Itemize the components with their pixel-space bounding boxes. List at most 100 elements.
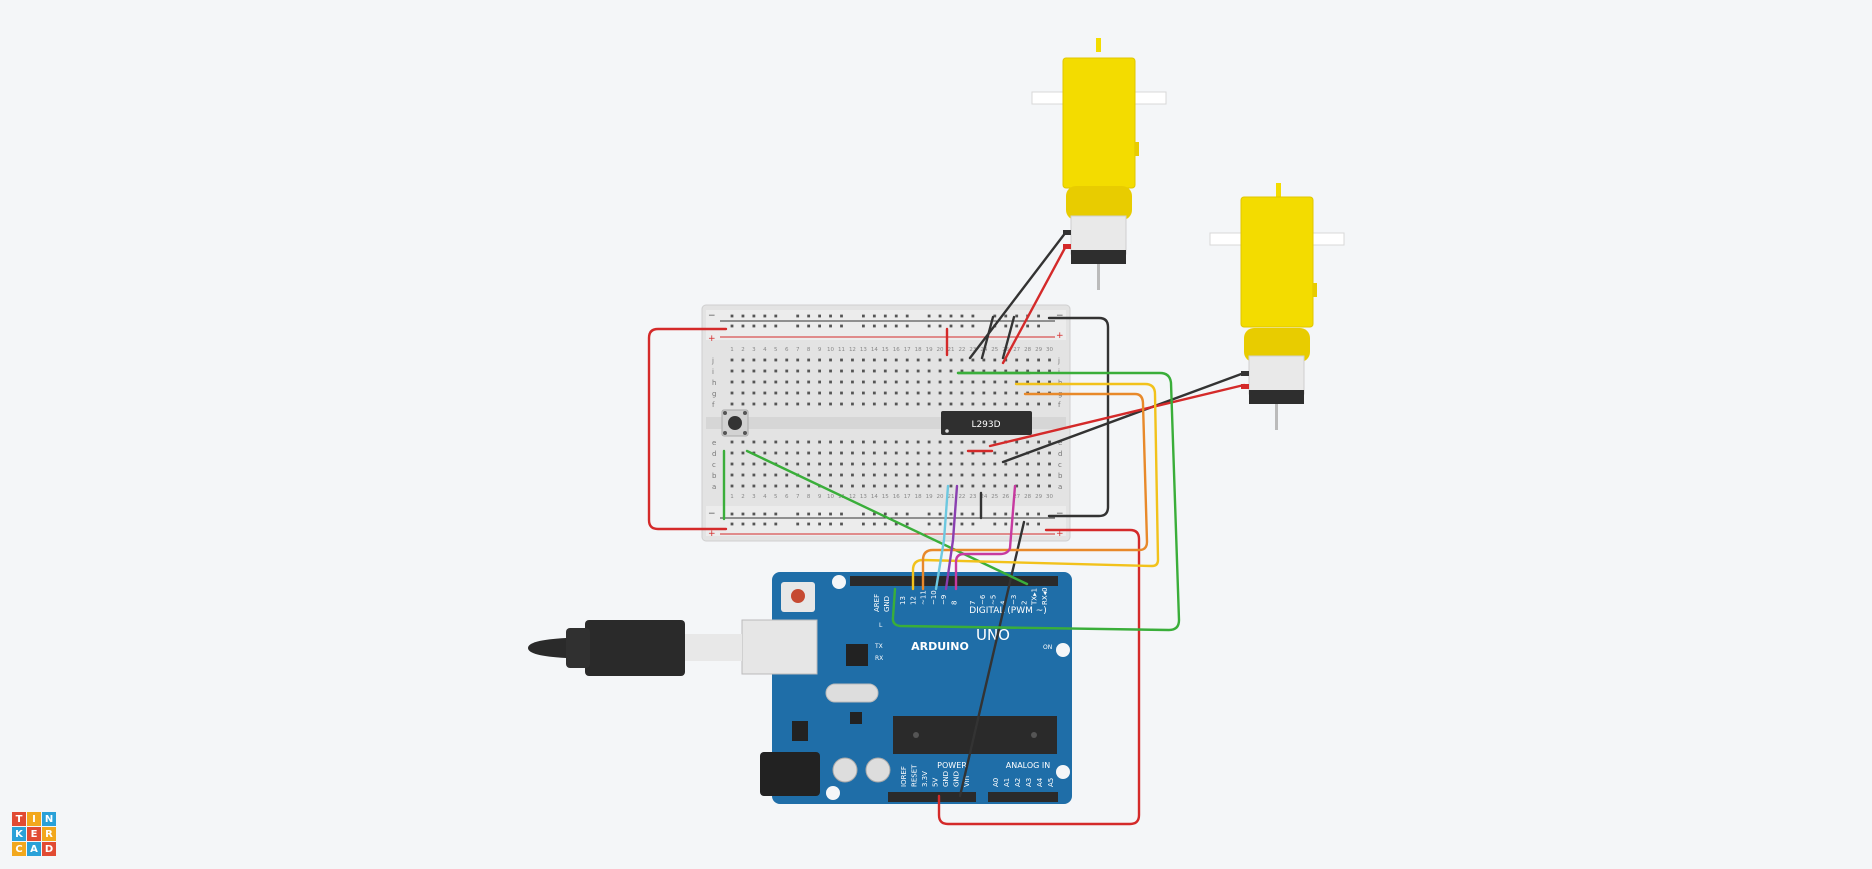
- terminal-hole[interactable]: [1004, 451, 1008, 455]
- wire-red-5v[interactable]: [937, 528, 1141, 826]
- terminal-hole[interactable]: [774, 451, 778, 455]
- rail-hole[interactable]: [960, 522, 964, 526]
- terminal-hole[interactable]: [796, 358, 800, 362]
- terminal-hole[interactable]: [1004, 402, 1008, 406]
- rail-hole[interactable]: [1004, 324, 1008, 328]
- terminal-hole[interactable]: [851, 391, 854, 395]
- wire-pink[interactable]: [954, 484, 1017, 591]
- terminal-hole[interactable]: [763, 484, 767, 488]
- terminal-hole[interactable]: [1037, 369, 1040, 373]
- rail-hole[interactable]: [949, 324, 953, 328]
- rail-hole[interactable]: [927, 314, 931, 318]
- rail-hole[interactable]: [971, 512, 975, 516]
- terminal-hole[interactable]: [982, 402, 986, 406]
- terminal-hole[interactable]: [927, 391, 931, 395]
- terminal-hole[interactable]: [1015, 358, 1019, 362]
- terminal-hole[interactable]: [752, 391, 756, 395]
- terminal-hole[interactable]: [763, 380, 767, 384]
- terminal-hole[interactable]: [993, 473, 997, 477]
- terminal-hole[interactable]: [796, 391, 800, 395]
- terminal-hole[interactable]: [927, 473, 931, 477]
- terminal-hole[interactable]: [938, 369, 942, 373]
- terminal-hole[interactable]: [905, 484, 909, 488]
- terminal-hole[interactable]: [960, 484, 964, 488]
- terminal-hole[interactable]: [1015, 462, 1019, 466]
- terminal-hole[interactable]: [763, 440, 767, 444]
- terminal-hole[interactable]: [1015, 440, 1019, 444]
- terminal-hole[interactable]: [916, 484, 920, 488]
- rail-hole[interactable]: [763, 522, 767, 526]
- rail-hole[interactable]: [949, 512, 953, 516]
- terminal-hole[interactable]: [851, 484, 854, 488]
- terminal-hole[interactable]: [807, 462, 811, 466]
- terminal-hole[interactable]: [785, 484, 789, 488]
- terminal-hole[interactable]: [818, 391, 821, 395]
- terminal-hole[interactable]: [752, 380, 756, 384]
- terminal-hole[interactable]: [916, 369, 920, 373]
- rail-hole[interactable]: [840, 324, 843, 328]
- terminal-hole[interactable]: [807, 402, 811, 406]
- rail-hole[interactable]: [752, 314, 756, 318]
- rail-hole[interactable]: [840, 314, 843, 318]
- terminal-hole[interactable]: [730, 369, 734, 373]
- terminal-hole[interactable]: [949, 380, 953, 384]
- terminal-hole[interactable]: [1048, 440, 1051, 444]
- tinkercad-logo[interactable]: T I N K E R C A D: [12, 812, 56, 856]
- terminal-hole[interactable]: [862, 440, 865, 444]
- rail-hole[interactable]: [829, 314, 832, 318]
- terminal-hole[interactable]: [785, 391, 789, 395]
- terminal-hole[interactable]: [785, 380, 789, 384]
- terminal-hole[interactable]: [1026, 484, 1030, 488]
- terminal-hole[interactable]: [862, 462, 865, 466]
- wire-red-rail-left[interactable]: [647, 327, 728, 531]
- terminal-hole[interactable]: [927, 369, 931, 373]
- rail-hole[interactable]: [741, 512, 745, 516]
- rail-hole[interactable]: [818, 324, 821, 328]
- terminal-hole[interactable]: [960, 473, 964, 477]
- terminal-hole[interactable]: [949, 440, 953, 444]
- terminal-hole[interactable]: [741, 380, 745, 384]
- terminal-hole[interactable]: [883, 402, 887, 406]
- terminal-hole[interactable]: [872, 462, 876, 466]
- terminal-hole[interactable]: [905, 451, 909, 455]
- wire-purple[interactable]: [944, 484, 959, 591]
- terminal-hole[interactable]: [1026, 380, 1030, 384]
- terminal-hole[interactable]: [851, 358, 854, 362]
- terminal-hole[interactable]: [818, 380, 821, 384]
- terminal-hole[interactable]: [829, 473, 832, 477]
- terminal-hole[interactable]: [982, 391, 986, 395]
- rail-hole[interactable]: [730, 324, 734, 328]
- terminal-hole[interactable]: [1048, 451, 1051, 455]
- terminal-hole[interactable]: [807, 358, 811, 362]
- rail-hole[interactable]: [960, 314, 964, 318]
- terminal-hole[interactable]: [872, 380, 876, 384]
- terminal-hole[interactable]: [796, 402, 800, 406]
- wire-yellow[interactable]: [911, 382, 1160, 591]
- terminal-hole[interactable]: [829, 391, 832, 395]
- rail-hole[interactable]: [872, 512, 876, 516]
- rail-hole[interactable]: [883, 314, 887, 318]
- terminal-hole[interactable]: [905, 473, 909, 477]
- terminal-hole[interactable]: [818, 440, 821, 444]
- terminal-hole[interactable]: [960, 402, 964, 406]
- terminal-hole[interactable]: [938, 358, 942, 362]
- terminal-hole[interactable]: [993, 440, 997, 444]
- terminal-hole[interactable]: [763, 462, 767, 466]
- terminal-hole[interactable]: [949, 358, 953, 362]
- terminal-hole[interactable]: [862, 451, 865, 455]
- terminal-hole[interactable]: [785, 369, 789, 373]
- terminal-hole[interactable]: [774, 369, 778, 373]
- rail-hole[interactable]: [993, 522, 997, 526]
- terminal-hole[interactable]: [971, 484, 975, 488]
- terminal-hole[interactable]: [774, 440, 778, 444]
- terminal-hole[interactable]: [851, 440, 854, 444]
- terminal-hole[interactable]: [1015, 369, 1019, 373]
- rail-hole[interactable]: [774, 512, 778, 516]
- terminal-hole[interactable]: [840, 380, 843, 384]
- terminal-hole[interactable]: [741, 484, 745, 488]
- rail-hole[interactable]: [894, 324, 898, 328]
- rail-hole[interactable]: [796, 314, 800, 318]
- terminal-hole[interactable]: [927, 440, 931, 444]
- terminal-hole[interactable]: [796, 440, 800, 444]
- terminal-hole[interactable]: [851, 462, 854, 466]
